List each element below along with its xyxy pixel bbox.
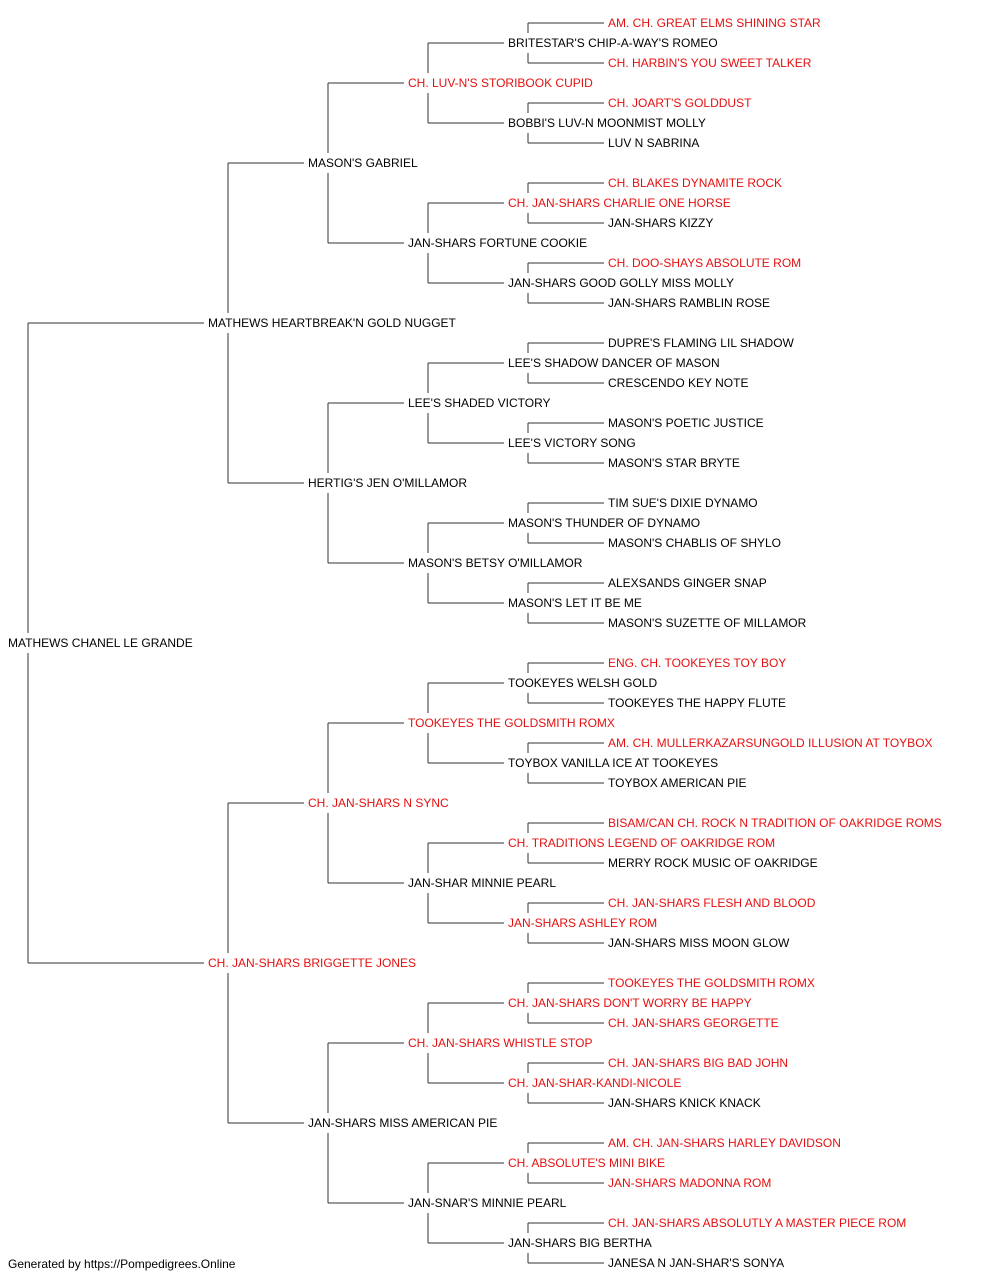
subject-dog-name: MATHEWS CHANEL LE GRANDE: [8, 636, 193, 650]
ancestor-name: JAN-SHARS MADONNA ROM: [608, 1176, 772, 1190]
ancestor-name: CH. HARBIN'S YOU SWEET TALKER: [608, 56, 812, 70]
ancestor-name: CH. JAN-SHARS ABSOLUTLY A MASTER PIECE R…: [608, 1216, 907, 1230]
ancestor-name: CH. JAN-SHARS FLESH AND BLOOD: [608, 896, 816, 910]
ancestor-name: JAN-SHARS FORTUNE COOKIE: [408, 236, 588, 250]
ancestor-name: CH. JAN-SHAR-KANDI-NICOLE: [508, 1076, 682, 1090]
ancestor-name: JAN-SHARS GOOD GOLLY MISS MOLLY: [508, 276, 735, 290]
ancestor-name: TIM SUE'S DIXIE DYNAMO: [608, 496, 758, 510]
ancestor-name: JAN-SHARS MISS AMERICAN PIE: [308, 1116, 498, 1130]
ancestor-name: MATHEWS HEARTBREAK'N GOLD NUGGET: [208, 316, 456, 330]
ancestor-name: JAN-SHARS MISS MOON GLOW: [608, 936, 790, 950]
ancestor-name: BRITESTAR'S CHIP-A-WAY'S ROMEO: [508, 36, 718, 50]
ancestor-name: MASON'S THUNDER OF DYNAMO: [508, 516, 701, 530]
ancestor-name: CH. LUV-N'S STORIBOOK CUPID: [408, 76, 593, 90]
ancestor-name: MASON'S STAR BRYTE: [608, 456, 740, 470]
ancestor-name: JAN-SNAR'S MINNIE PEARL: [408, 1196, 567, 1210]
ancestor-name: TOOKEYES THE GOLDSMITH ROMX: [608, 976, 815, 990]
ancestor-name: CH. JAN-SHARS BRIGGETTE JONES: [208, 956, 417, 970]
ancestor-name: CH. JAN-SHARS WHISTLE STOP: [408, 1036, 593, 1050]
ancestor-name: BISAM/CAN CH. ROCK N TRADITION OF OAKRID…: [608, 816, 942, 830]
ancestor-name: CH. JAN-SHARS BIG BAD JOHN: [608, 1056, 789, 1070]
ancestor-name: MASON'S POETIC JUSTICE: [608, 416, 764, 430]
ancestor-name: AM. CH. JAN-SHARS HARLEY DAVIDSON: [608, 1136, 841, 1150]
ancestor-name: LUV N SABRINA: [608, 136, 700, 150]
ancestor-name: CRESCENDO KEY NOTE: [608, 376, 749, 390]
ancestor-name: ALEXSANDS GINGER SNAP: [608, 576, 767, 590]
ancestor-name: LEE'S SHADED VICTORY: [408, 396, 551, 410]
ancestor-name: MERRY ROCK MUSIC OF OAKRIDGE: [608, 856, 818, 870]
ancestor-name: CH. ABSOLUTE'S MINI BIKE: [508, 1156, 665, 1170]
ancestor-name: TOYBOX AMERICAN PIE: [608, 776, 747, 790]
ancestor-name: MASON'S GABRIEL: [308, 156, 418, 170]
ancestor-name: JANESA N JAN-SHAR'S SONYA: [608, 1256, 785, 1270]
ancestor-name: AM. CH. MULLERKAZARSUNGOLD ILLUSION AT T…: [608, 736, 933, 750]
ancestor-name: CH. BLAKES DYNAMITE ROCK: [608, 176, 783, 190]
ancestor-name: CH. JOART'S GOLDDUST: [608, 96, 752, 110]
footer-credit: Generated by https://Pompedigrees.Online: [8, 1257, 236, 1271]
ancestor-name: JAN-SHARS RAMBLIN ROSE: [608, 296, 771, 310]
ancestor-name: CH. DOO-SHAYS ABSOLUTE ROM: [608, 256, 802, 270]
ancestor-name: BOBBI'S LUV-N MOONMIST MOLLY: [508, 116, 706, 130]
ancestor-name: CH. JAN-SHARS N SYNC: [308, 796, 449, 810]
ancestor-name: MASON'S CHABLIS OF SHYLO: [608, 536, 781, 550]
ancestor-name: AM. CH. GREAT ELMS SHINING STAR: [608, 16, 821, 30]
ancestor-name: JAN-SHAR MINNIE PEARL: [408, 876, 557, 890]
ancestor-name: JAN-SHARS BIG BERTHA: [508, 1236, 652, 1250]
ancestor-name: TOOKEYES WELSH GOLD: [508, 676, 658, 690]
ancestor-name: MASON'S SUZETTE OF MILLAMOR: [608, 616, 807, 630]
ancestor-name: JAN-SHARS ASHLEY ROM: [508, 916, 658, 930]
ancestor-name: CH. JAN-SHARS GEORGETTE: [608, 1016, 779, 1030]
ancestor-name: MASON'S LET IT BE ME: [508, 596, 642, 610]
ancestor-name: TOOKEYES THE HAPPY FLUTE: [608, 696, 787, 710]
ancestor-name: ENG. CH. TOOKEYES TOY BOY: [608, 656, 787, 670]
ancestor-name: TOOKEYES THE GOLDSMITH ROMX: [408, 716, 615, 730]
ancestor-name: CH. JAN-SHARS DON'T WORRY BE HAPPY: [508, 996, 752, 1010]
ancestor-name: JAN-SHARS KNICK KNACK: [608, 1096, 761, 1110]
ancestor-name: LEE'S VICTORY SONG: [508, 436, 636, 450]
ancestor-name: CH. TRADITIONS LEGEND OF OAKRIDGE ROM: [508, 836, 776, 850]
ancestor-name: CH. JAN-SHARS CHARLIE ONE HORSE: [508, 196, 731, 210]
ancestor-name: JAN-SHARS KIZZY: [608, 216, 714, 230]
ancestor-name: MASON'S BETSY O'MILLAMOR: [408, 556, 583, 570]
ancestor-name: DUPRE'S FLAMING LIL SHADOW: [608, 336, 794, 350]
ancestor-name: HERTIG'S JEN O'MILLAMOR: [308, 476, 468, 490]
ancestor-name: TOYBOX VANILLA ICE AT TOOKEYES: [508, 756, 719, 770]
ancestor-name: LEE'S SHADOW DANCER OF MASON: [508, 356, 720, 370]
